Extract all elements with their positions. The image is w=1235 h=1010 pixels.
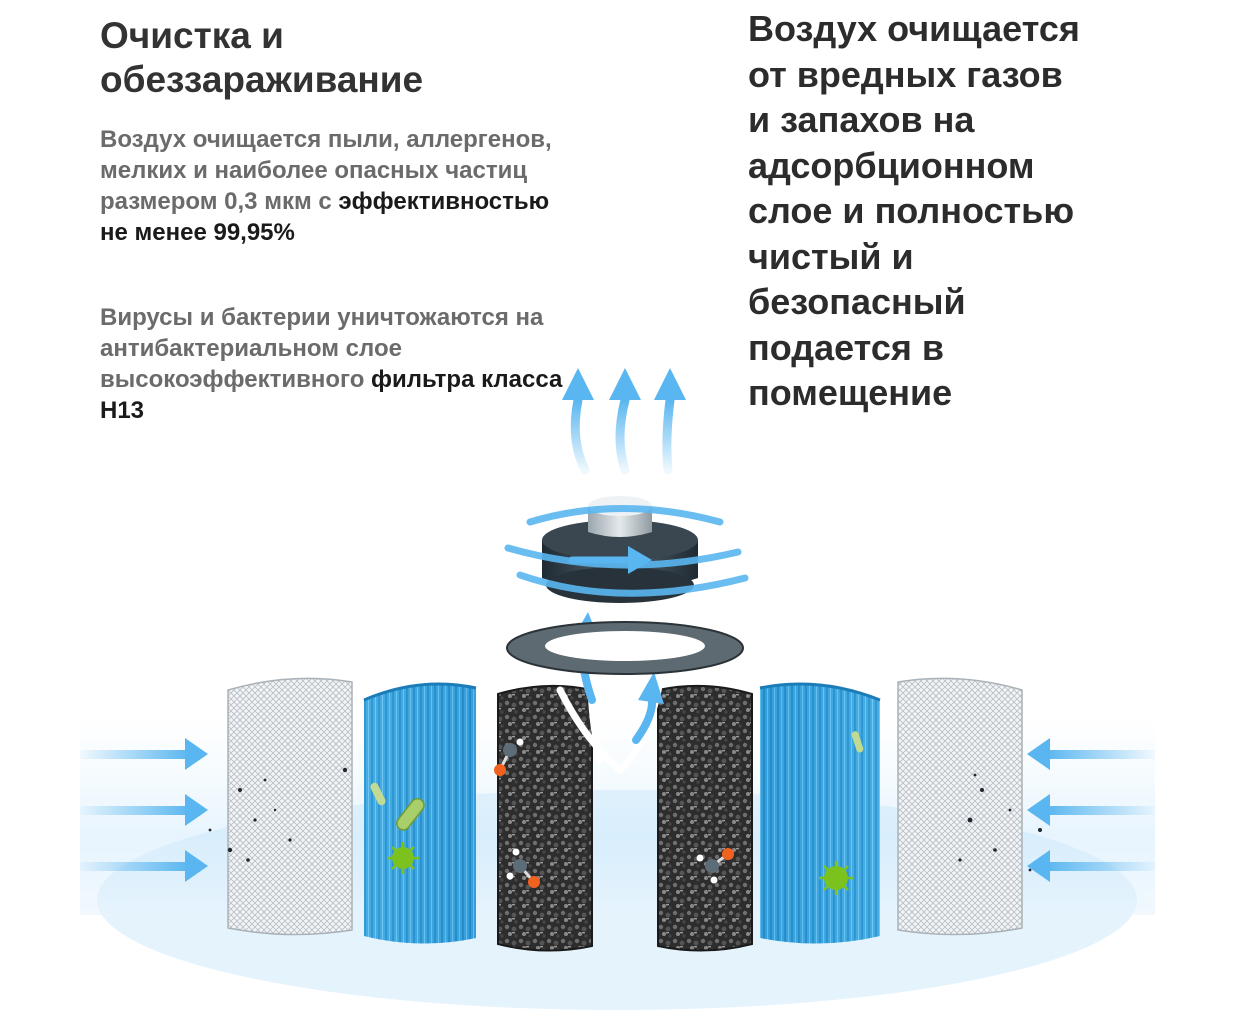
adsorption-line: безопасный <box>748 281 966 322</box>
section-title: Очистка и обеззараживание <box>100 14 560 102</box>
title-line-1: Очистка и <box>100 15 284 56</box>
gasket-ring <box>506 621 744 675</box>
filtration-text: Воздух очищается пыли, аллергенов, мелки… <box>100 126 552 215</box>
adsorption-line: чистый и <box>748 235 914 277</box>
outflow-arrows <box>562 368 686 475</box>
filter-class: фильтра класса H13 <box>100 366 563 424</box>
right-inflow-arrows <box>1027 738 1155 882</box>
left-inflow-arrows <box>80 738 208 882</box>
filtration-description: Воздух очищается пыли, аллергенов, мелки… <box>100 124 580 248</box>
prefilter-mesh-left <box>227 677 353 936</box>
adsorption-description: Воздух очищается от вредных газов и запа… <box>748 6 1188 416</box>
carbon-filter-right <box>657 684 753 952</box>
adsorption-line: слое и полностью <box>748 190 1075 231</box>
antibacterial-description: Вирусы и бактерии уничтожаются на антиба… <box>100 302 580 426</box>
virus-icon <box>387 842 853 895</box>
swirl-arrow <box>568 546 652 574</box>
swirl-rings <box>504 505 749 597</box>
prefilter-mesh-right <box>897 677 1023 936</box>
carbon-filter-left <box>497 684 593 952</box>
bacteria-icon <box>370 731 864 831</box>
adsorption-line: адсорбционном <box>748 144 1035 186</box>
antibacterial-text: Вирусы и бактерии уничтожаются на антиба… <box>100 304 544 393</box>
title-line-2: обеззараживание <box>100 59 424 100</box>
adsorption-line: помещение <box>748 372 953 413</box>
hepa-filter-right <box>759 682 881 944</box>
gas-molecule-icon <box>494 738 734 888</box>
filtration-efficiency: эффективностью не менее 99,95% <box>100 188 550 246</box>
adsorption-line: и запахов на <box>748 99 975 140</box>
dust-particles <box>208 767 1042 872</box>
adsorption-line: Воздух очищается <box>748 8 1080 49</box>
adsorption-line: подается в <box>748 326 944 368</box>
adsorption-line: от вредных газов <box>748 53 1063 95</box>
